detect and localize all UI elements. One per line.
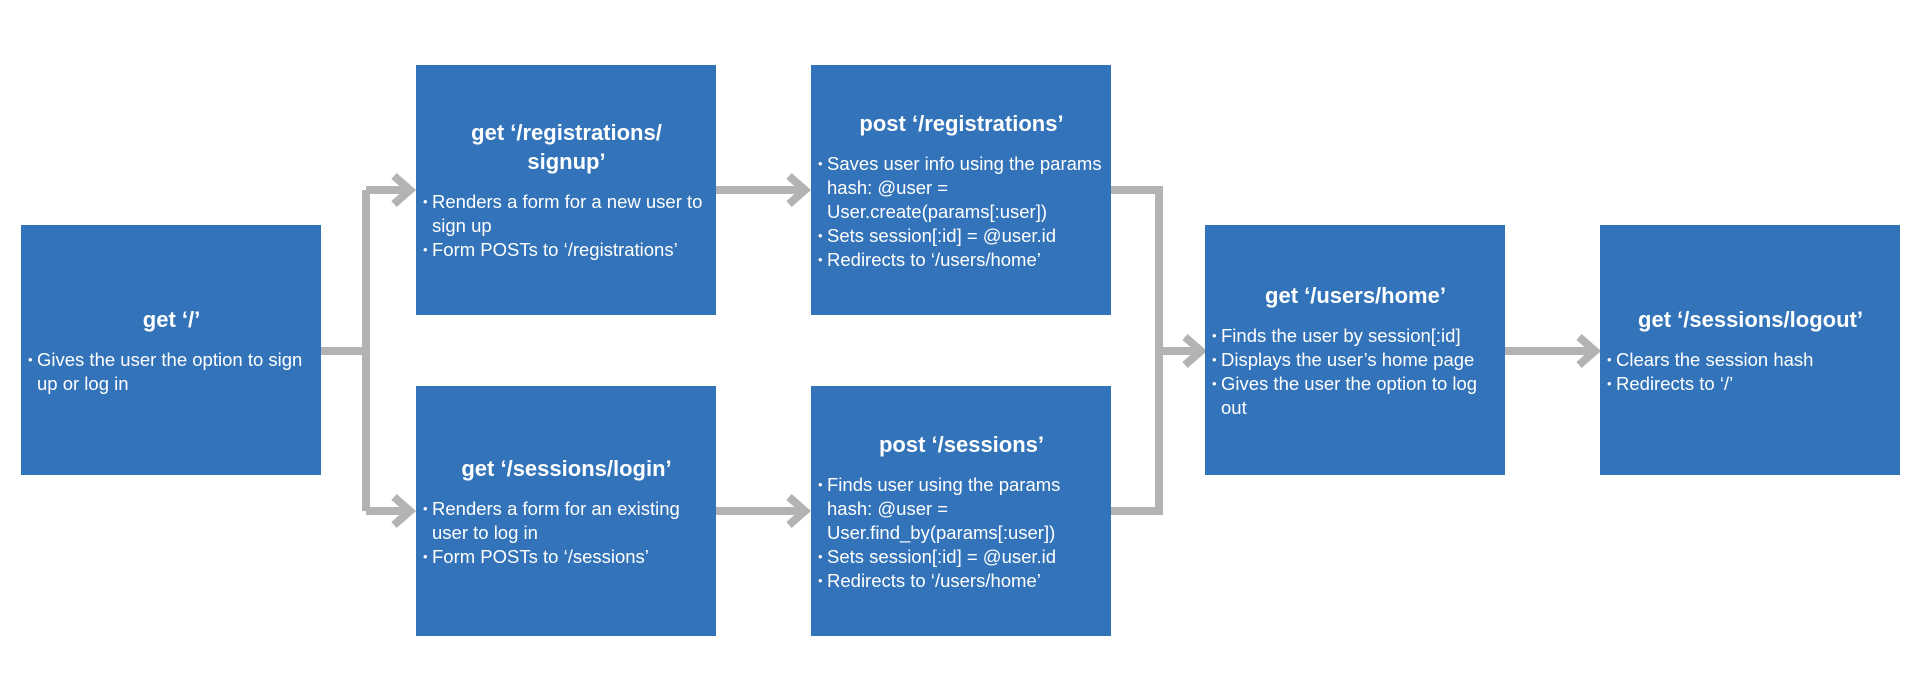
node-bullet-list: Finds user using the params hash: @user …	[818, 473, 1105, 593]
node-title: get ‘/’	[142, 306, 201, 332]
node-get-users-home: get ‘/users/home’ Finds the user by sess…	[1205, 225, 1505, 475]
node-bullet: Renders a form for an existing user to l…	[423, 497, 710, 545]
node-get-registrations-signup: get ‘/registrations/ signup’ Renders a f…	[416, 65, 716, 315]
node-bullet: Sets session[:id] = @user.id	[818, 545, 1105, 569]
node-bullet: Redirects to ‘/users/home’	[818, 248, 1105, 272]
node-bullet: Form POSTs to ‘/sessions’	[423, 545, 710, 569]
arrowhead-to-home	[1182, 333, 1208, 369]
node-title: get ‘/sessions/logout’	[1638, 306, 1863, 332]
node-bullet: Gives the user the option to sign up or …	[28, 348, 315, 396]
arrowhead-to-logout	[1576, 333, 1602, 369]
node-bullet-list: Gives the user the option to sign up or …	[28, 348, 315, 396]
arrowhead-to-post-registrations	[786, 172, 812, 208]
node-bullet-list: Clears the session hash Redirects to ‘/’	[1607, 348, 1894, 396]
arrowhead-to-signup	[391, 172, 417, 208]
node-post-sessions: post ‘/sessions’ Finds user using the pa…	[811, 386, 1111, 636]
node-bullet: Gives the user the option to log out	[1212, 372, 1499, 420]
node-bullet-list: Saves user info using the params hash: @…	[818, 152, 1105, 272]
node-bullet: Redirects to ‘/’	[1607, 372, 1894, 396]
arrowhead-to-login	[391, 493, 417, 529]
node-title: post ‘/sessions’	[878, 431, 1045, 457]
node-bullet-list: Finds the user by session[:id] Displays …	[1212, 324, 1499, 420]
node-post-registrations: post ‘/registrations’ Saves user info us…	[811, 65, 1111, 315]
node-title: get ‘/registrations/ signup’	[471, 120, 662, 174]
node-get-root: get ‘/’ Gives the user the option to sig…	[21, 225, 321, 475]
node-bullet: Redirects to ‘/users/home’	[818, 569, 1105, 593]
node-title: get ‘/users/home’	[1265, 282, 1446, 308]
arrowhead-to-post-sessions	[786, 493, 812, 529]
node-bullet: Form POSTs to ‘/registrations’	[423, 238, 710, 262]
node-bullet-list: Renders a form for a new user to sign up…	[423, 190, 710, 262]
node-bullet: Displays the user’s home page	[1212, 348, 1499, 372]
node-title: post ‘/registrations’	[859, 110, 1064, 136]
node-get-sessions-logout: get ‘/sessions/logout’ Clears the sessio…	[1600, 225, 1900, 475]
node-bullet: Saves user info using the params hash: @…	[818, 152, 1105, 224]
node-bullet-list: Renders a form for an existing user to l…	[423, 497, 710, 569]
node-bullet: Renders a form for a new user to sign up	[423, 190, 710, 238]
node-bullet: Clears the session hash	[1607, 348, 1894, 372]
node-get-sessions-login: get ‘/sessions/login’ Renders a form for…	[416, 386, 716, 636]
node-bullet: Finds the user by session[:id]	[1212, 324, 1499, 348]
node-bullet: Finds user using the params hash: @user …	[818, 473, 1105, 545]
node-bullet: Sets session[:id] = @user.id	[818, 224, 1105, 248]
node-title: get ‘/sessions/login’	[461, 455, 672, 481]
